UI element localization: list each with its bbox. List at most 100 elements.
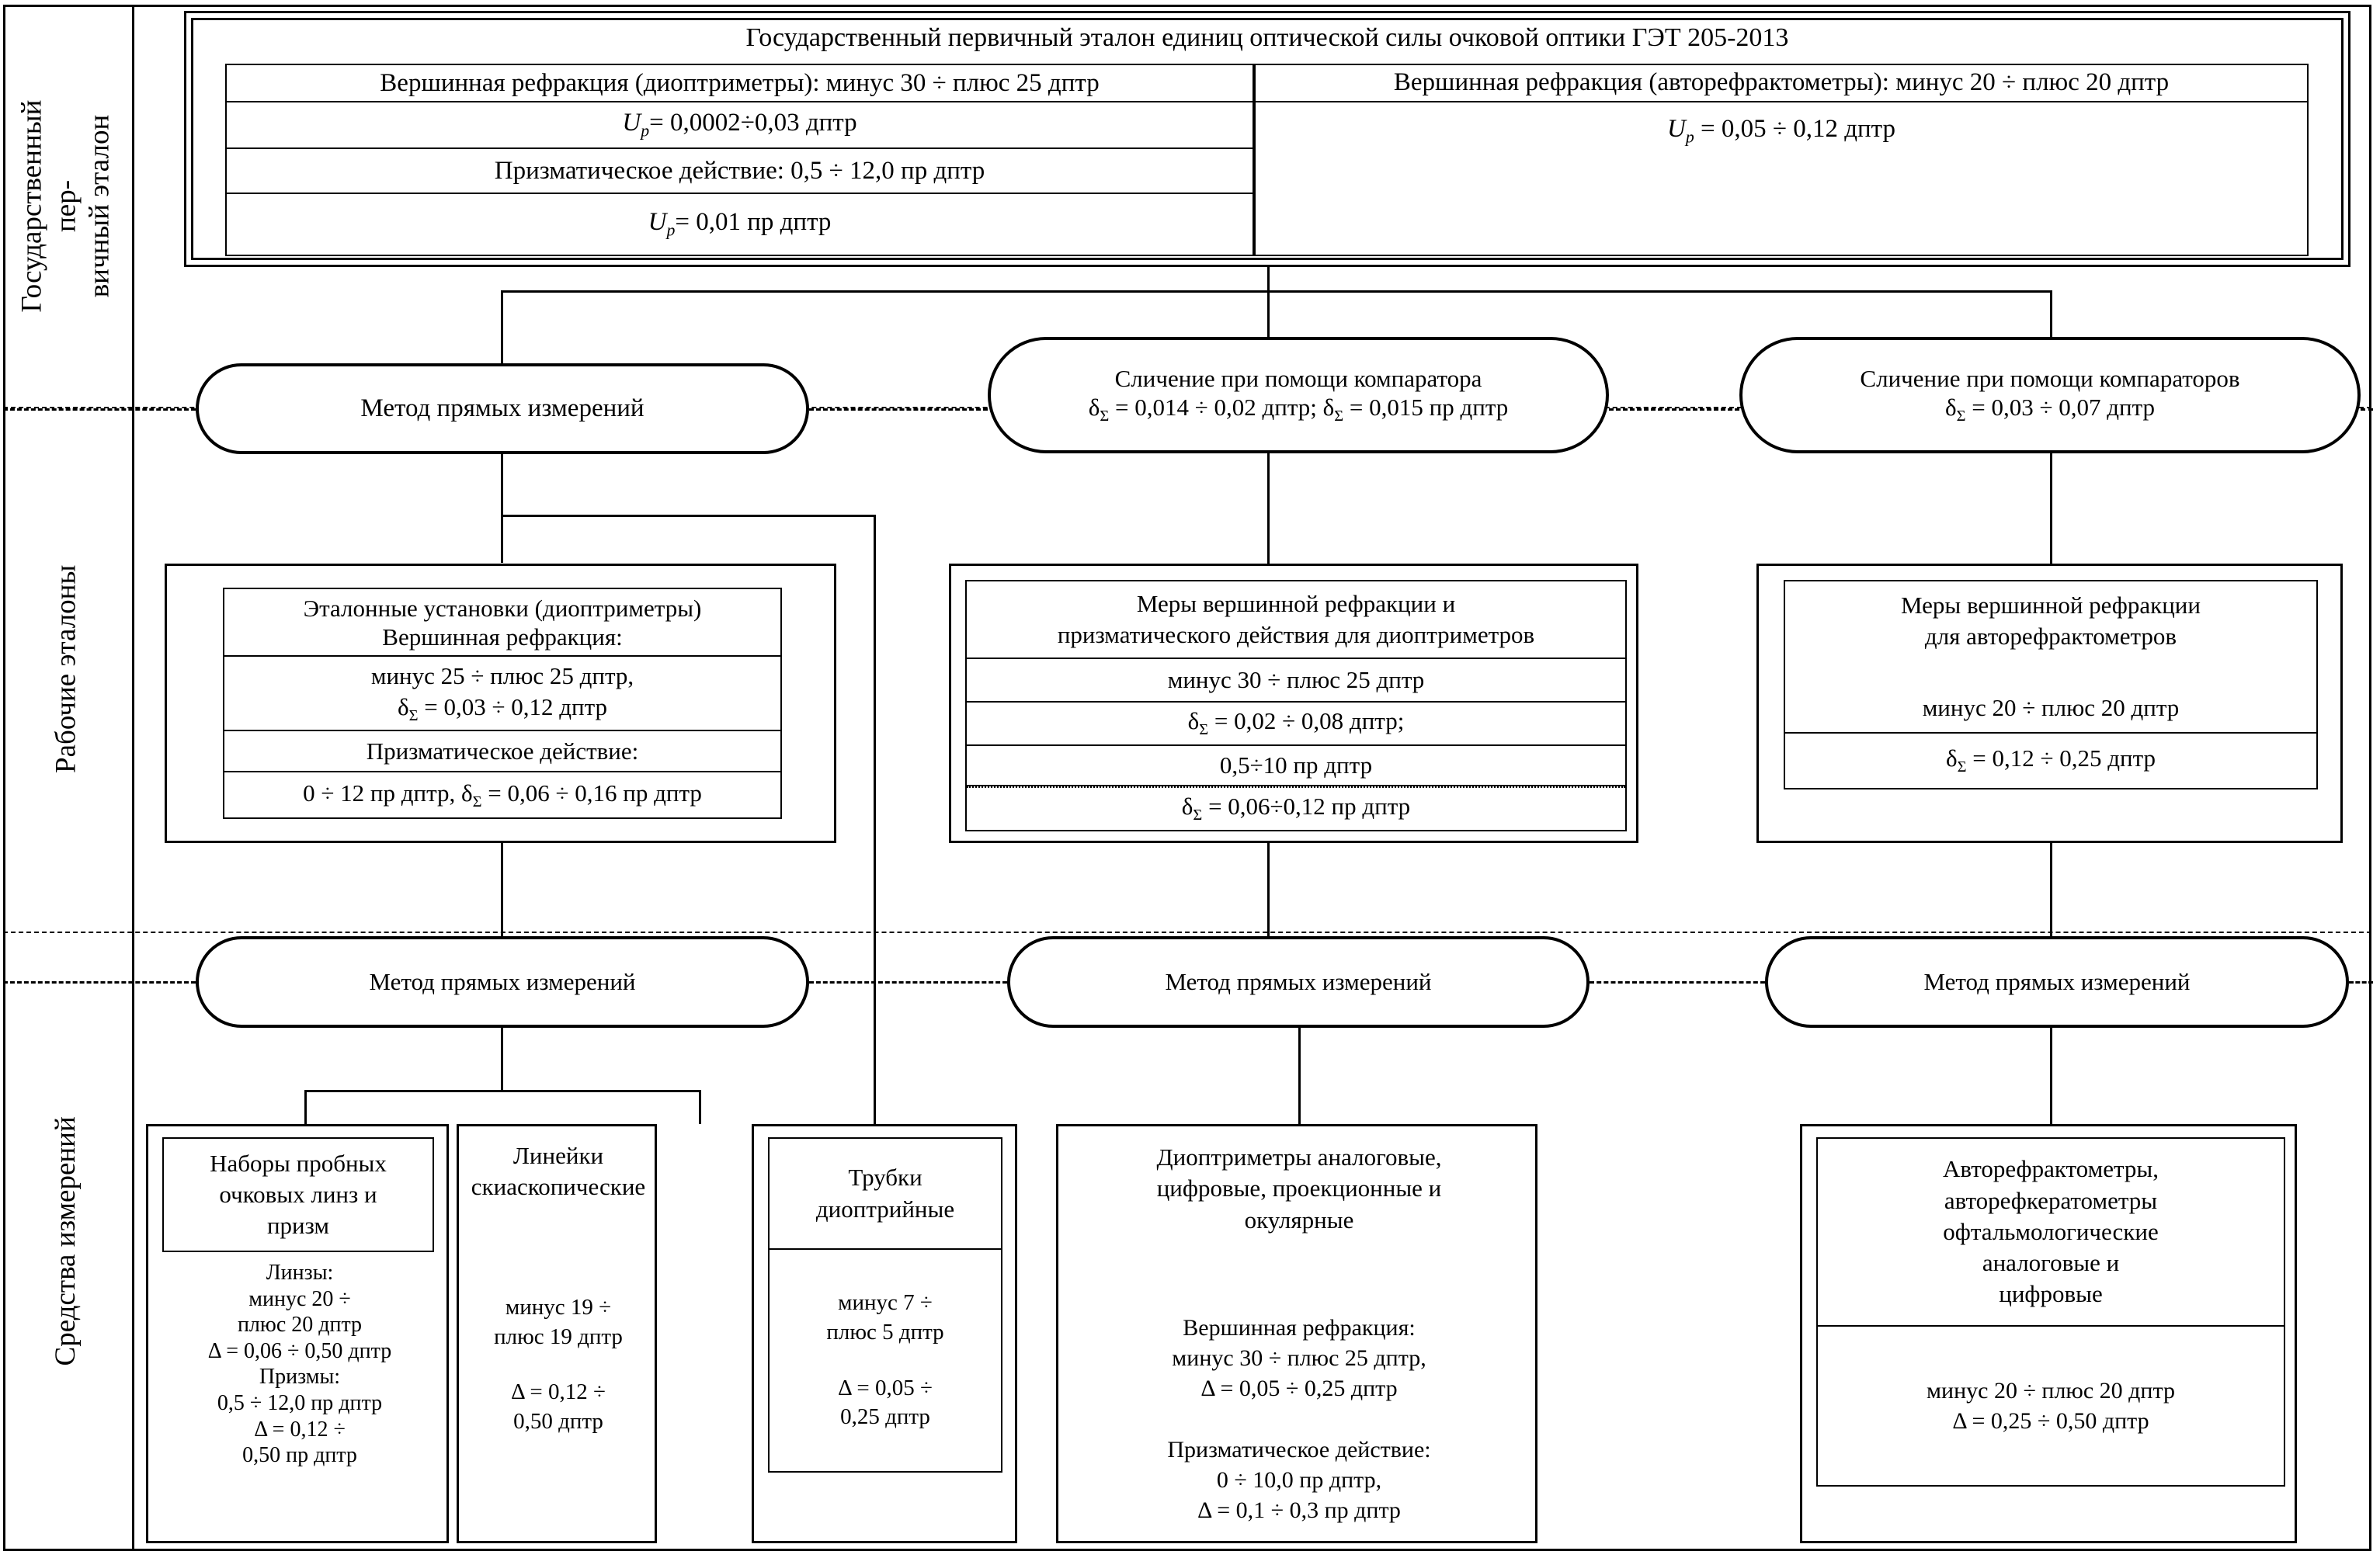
title-line: авторефкератометры bbox=[1944, 1186, 2158, 1214]
sidebar-section-working-standards: Рабочие эталоны bbox=[0, 407, 132, 932]
table-row: минус 7 ÷ плюс 5 дптр Δ = 0,05 ÷ 0,25 дп… bbox=[770, 1250, 1001, 1471]
table-row: Up= 0,01 пр дптр bbox=[648, 208, 832, 240]
connector-ws-center-down bbox=[1267, 843, 1270, 946]
body-line: Δ = 0,1 ÷ 0,3 пр дптр bbox=[1197, 1497, 1401, 1523]
table-row: 0 ÷ 12 пр дптр, δΣ = 0,06 ÷ 0,16 пр дптр bbox=[303, 779, 702, 810]
table-row: минус 20 ÷ плюс 20 дптр Δ = 0,25 ÷ 0,50 … bbox=[1818, 1327, 2284, 1485]
band-dash-mid2 bbox=[1609, 408, 1739, 411]
table-row: Up = 0,05 ÷ 0,12 дптр bbox=[1667, 114, 1895, 147]
title-line: цифровые, проекционные и bbox=[1156, 1175, 1442, 1202]
connector-right-oval-down bbox=[2050, 453, 2052, 564]
title-line: диоптрийные bbox=[815, 1195, 955, 1223]
node-label: Метод прямых измерений bbox=[1165, 968, 1432, 995]
table-row: Авторефрактометры, авторефкератометры оф… bbox=[1818, 1139, 2284, 1327]
autorefractometers-table: Авторефрактометры, авторефкератометры оф… bbox=[1816, 1137, 2285, 1487]
connector-primary-branch-bar bbox=[501, 290, 2050, 293]
working-standard-measures-for-autorefractometers: Меры вершинной рефракции для авторефракт… bbox=[1756, 564, 2343, 843]
working-standard-measures-for-dioptrimeters: Меры вершинной рефракции и призматическо… bbox=[949, 564, 1638, 843]
diagram-outer-frame bbox=[3, 5, 2371, 1551]
body-line: Δ = 0,25 ÷ 0,50 дптр bbox=[1952, 1408, 2149, 1434]
body-line: Δ = 0,06 ÷ 0,50 дптр bbox=[207, 1338, 392, 1363]
band2-dash-left bbox=[3, 981, 196, 984]
connector-m2-left-down bbox=[501, 1028, 503, 1090]
body-line: Δ = 0,12 ÷ bbox=[254, 1417, 346, 1442]
body-line: 0,50 пр дптр bbox=[242, 1443, 357, 1468]
body-spacer bbox=[826, 1348, 943, 1374]
reference-dioptrimeters-table: Эталонные установки (диоптриметры) Верши… bbox=[223, 588, 782, 819]
sidebar-label-working-standards: Рабочие эталоны bbox=[50, 564, 82, 774]
connector-ws-left-down bbox=[501, 843, 503, 946]
body-line: Δ = 0,12 ÷ bbox=[511, 1379, 606, 1405]
node-value: δΣ = 0,014 ÷ 0,02 дптр; δΣ = 0,015 пр дп… bbox=[1088, 394, 1509, 425]
connector-to-skiascopic-rulers bbox=[699, 1090, 701, 1124]
title-line: Диоптриметры аналоговые, bbox=[1156, 1143, 1442, 1171]
cell-line: Эталонные установки (диоптриметры) bbox=[303, 594, 702, 622]
connector-to-method-right bbox=[2050, 290, 2052, 337]
table-row: Наборы пробных очковых линз и призм bbox=[164, 1139, 433, 1251]
table-row: Вершинная рефракция (авторефрактометры):… bbox=[1256, 65, 2307, 102]
table-row: Призматическое действие: 0,5 ÷ 12,0 пр д… bbox=[227, 149, 1253, 194]
node-label: Сличение при помощи компаратора bbox=[1114, 365, 1482, 393]
connector-ws-right-down bbox=[2050, 843, 2052, 946]
sidebar-section-measuring-instruments: Средства измерений bbox=[0, 932, 132, 1551]
table-row: Меры вершинной рефракции и призматическо… bbox=[967, 581, 1625, 659]
body-line: минус 19 ÷ bbox=[505, 1295, 612, 1320]
connector-to-trial-lens-sets bbox=[304, 1090, 307, 1124]
connector-to-autorefractometers bbox=[2050, 1028, 2052, 1124]
title-line: Линейки bbox=[512, 1142, 604, 1169]
title-line: очковых линз и bbox=[219, 1180, 377, 1208]
sidebar-divider bbox=[132, 5, 134, 1551]
connector-to-method-left bbox=[501, 290, 503, 366]
instrument-skiascopic-rulers: Линейки скиаскопические минус 19 ÷ плюс … bbox=[457, 1124, 657, 1543]
node-direct-measurement-method-top: Метод прямых измерений bbox=[196, 363, 809, 454]
body-line: Δ = 0,05 ÷ 0,25 дптр bbox=[1200, 1376, 1398, 1401]
band-dash-mid1 bbox=[809, 408, 988, 411]
node-comparator-comparison: Сличение при помощи компаратора δΣ = 0,0… bbox=[988, 337, 1609, 453]
connector-to-diopter-tubes bbox=[874, 515, 876, 1124]
instrument-diopter-tubes: Трубки диоптрийные минус 7 ÷ плюс 5 дптр… bbox=[752, 1124, 1017, 1543]
dioptrimeters-body: Вершинная рефракция: минус 30 ÷ плюс 25 … bbox=[1068, 1313, 1530, 1525]
table-row: минус 25 ÷ плюс 25 дптр, δΣ = 0,03 ÷ 0,1… bbox=[224, 657, 780, 731]
band2-dash-right bbox=[2349, 981, 2373, 984]
band2-dash-mid2 bbox=[1590, 981, 1765, 984]
node-label: Метод прямых измерений bbox=[1923, 968, 2191, 995]
cell-spacer bbox=[1901, 652, 2201, 692]
node-label: Метод прямых измерений bbox=[369, 968, 636, 995]
body-line: минус 7 ÷ bbox=[838, 1290, 933, 1316]
body-line: Линзы: bbox=[266, 1261, 334, 1285]
table-row: Трубки диоптрийные bbox=[770, 1139, 1001, 1251]
instrument-dioptrimeters: Диоптриметры аналоговые, цифровые, проек… bbox=[1056, 1124, 1537, 1543]
connector-to-method-center bbox=[1267, 290, 1270, 337]
title-line: Авторефрактометры, bbox=[1943, 1155, 2159, 1183]
sidebar-section-state-primary-standard: Государственный пер-вичный эталон bbox=[0, 5, 132, 407]
cell-line: минус 25 ÷ плюс 25 дптр, bbox=[370, 661, 634, 689]
body-line: 0,5 ÷ 12,0 пр дптр bbox=[217, 1390, 383, 1415]
body-line: Призматическое действие: bbox=[1167, 1437, 1431, 1463]
instrument-autorefractometers: Авторефрактометры, авторефкератометры оф… bbox=[1800, 1124, 2297, 1543]
connector-primary-trunk bbox=[1267, 267, 1270, 290]
title-line: цифровые bbox=[1999, 1280, 2103, 1308]
body-line: плюс 19 дптр bbox=[494, 1324, 623, 1349]
node-comparators-comparison: Сличение при помощи компараторов δΣ = 0,… bbox=[1739, 337, 2361, 453]
node-label: Сличение при помощи компараторов bbox=[1860, 365, 2240, 393]
diopter-tubes-table: Трубки диоптрийные минус 7 ÷ плюс 5 дптр… bbox=[768, 1137, 1002, 1473]
cell-line: Вершинная рефракция: bbox=[382, 623, 623, 651]
body-line: Призмы: bbox=[259, 1365, 341, 1390]
primary-standard-right-table: Вершинная рефракция (авторефрактометры):… bbox=[1254, 64, 2309, 256]
title-line: призм bbox=[266, 1212, 330, 1240]
cell-line: Меры вершинной рефракции и bbox=[1136, 589, 1456, 617]
sidebar-label-measuring-instruments: Средства измерений bbox=[50, 1116, 82, 1366]
connector-left-oval-down bbox=[501, 454, 503, 563]
dioptrimeters-title: Диоптриметры аналоговые, цифровые, проек… bbox=[1068, 1142, 1530, 1236]
skiascopic-rulers-title: Линейки скиаскопические bbox=[465, 1140, 651, 1203]
table-row: Призматическое действие: bbox=[224, 731, 780, 773]
primary-standard-title: Государственный первичный эталон единиц … bbox=[745, 23, 1789, 52]
connector-left-branch-right bbox=[501, 515, 875, 517]
connector-center-oval-down bbox=[1267, 453, 1270, 564]
body-line: 0,50 дптр bbox=[513, 1409, 603, 1435]
band-dash-left bbox=[3, 408, 196, 411]
table-row: Эталонные установки (диоптриметры) Верши… bbox=[224, 589, 780, 658]
node-value: δΣ = 0,03 ÷ 0,07 дптр bbox=[1944, 394, 2156, 425]
title-line: аналоговые и bbox=[1982, 1249, 2120, 1277]
